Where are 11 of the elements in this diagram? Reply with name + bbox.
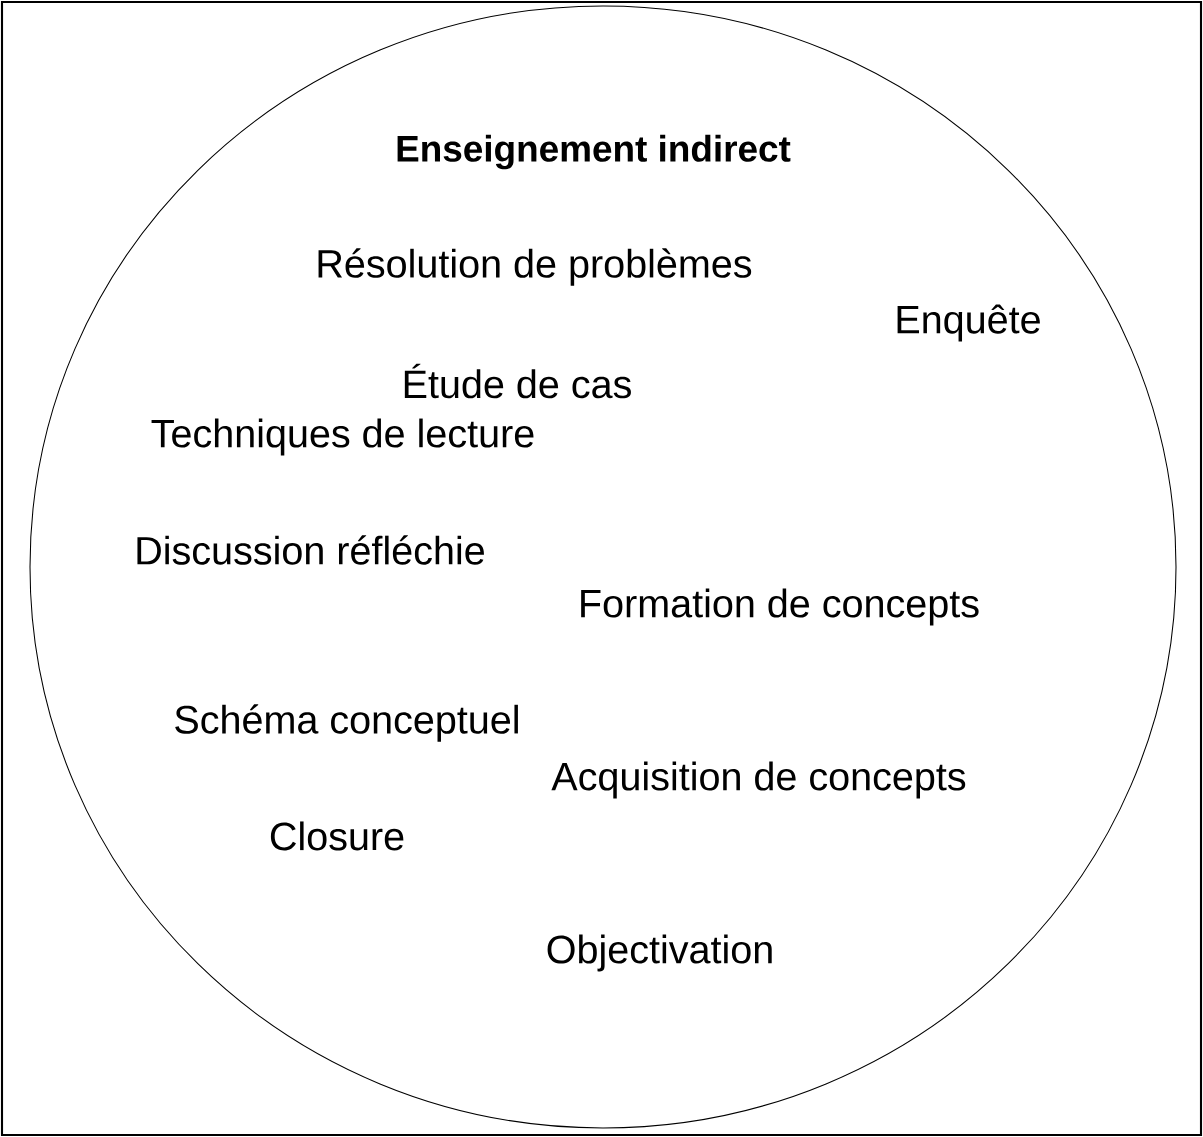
method-label: Objectivation xyxy=(547,934,772,972)
method-label: Closure xyxy=(270,821,404,851)
method-label: Étude de cas xyxy=(404,363,631,399)
method-label: Enquête xyxy=(897,304,1040,342)
method-label: Discussion réfléchie xyxy=(137,535,484,565)
method-label: Techniques de lecture xyxy=(151,418,534,456)
heading: Enseignement indirect xyxy=(397,134,791,170)
method-label: Schéma conceptuel xyxy=(175,704,518,742)
method-label: Résolution de problèmes xyxy=(318,248,752,286)
method-label: Formation de concepts xyxy=(581,588,979,626)
method-label: Acquisition de concepts xyxy=(551,761,966,799)
